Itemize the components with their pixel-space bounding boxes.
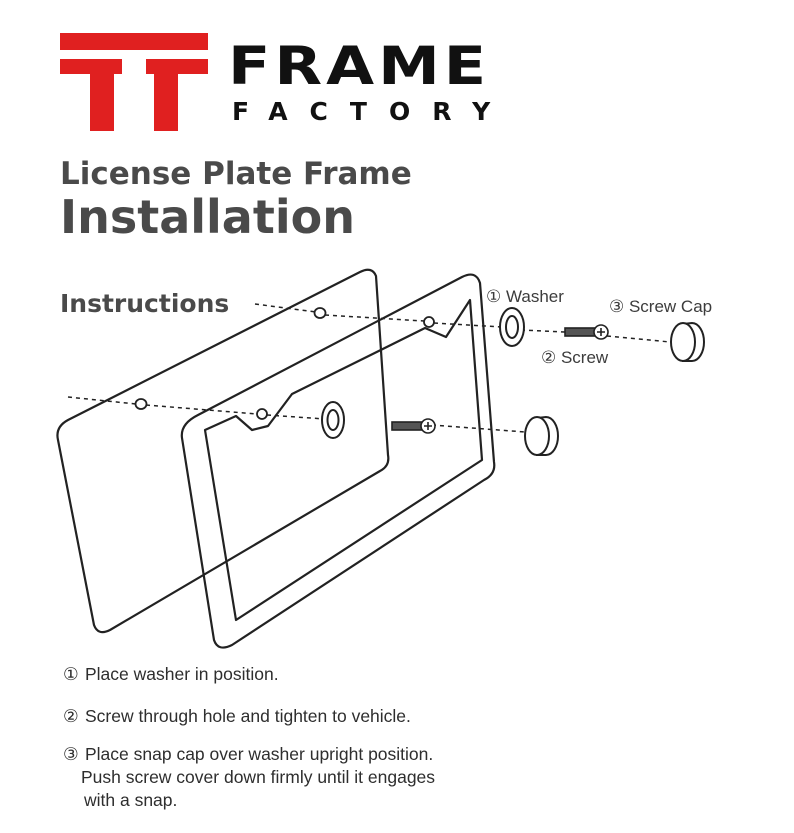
frame-factory-logo-icon bbox=[60, 33, 208, 131]
step-item: ② Screw through hole and tighten to vehic… bbox=[63, 705, 411, 728]
license-plate-shape bbox=[56, 268, 390, 634]
page-subtitle: License Plate Frame bbox=[60, 156, 412, 192]
step-number: ② bbox=[63, 706, 79, 726]
plate-hole-left-icon bbox=[134, 398, 148, 410]
brand-name-sub: FACTORY bbox=[232, 97, 513, 126]
callout-screw-cap: ③ Screw Cap bbox=[609, 297, 713, 316]
plate-frame-window-shape bbox=[203, 298, 484, 622]
step-item: ③ Place snap cap over washer upright posi… bbox=[63, 743, 435, 812]
step-number: ① bbox=[63, 664, 79, 684]
page-title: Installation bbox=[60, 190, 355, 244]
plate-frame-outer-shape bbox=[180, 273, 496, 649]
step-text-continued: with a snap. bbox=[84, 790, 178, 810]
step-item: ① Place washer in position. bbox=[63, 663, 279, 686]
callout-washer: ① Washer bbox=[486, 287, 564, 306]
step-text: Screw through hole and tighten to vehicl… bbox=[85, 706, 411, 726]
frame-hole-top-icon bbox=[423, 316, 435, 328]
step-text: Place washer in position. bbox=[85, 664, 279, 684]
step-text: Place snap cap over washer upright posit… bbox=[85, 744, 434, 764]
plate-hole-top-icon bbox=[313, 307, 327, 319]
installation-diagram bbox=[56, 268, 705, 649]
callout-screw: ② Screw bbox=[541, 348, 609, 367]
instructions-heading: Instructions bbox=[60, 289, 230, 318]
step-number: ③ bbox=[63, 744, 79, 764]
step-text-continued: Push screw cover down firmly until it en… bbox=[81, 767, 436, 787]
frame-hole-left-icon bbox=[256, 408, 268, 420]
brand-name-main: FRAME bbox=[228, 34, 491, 97]
